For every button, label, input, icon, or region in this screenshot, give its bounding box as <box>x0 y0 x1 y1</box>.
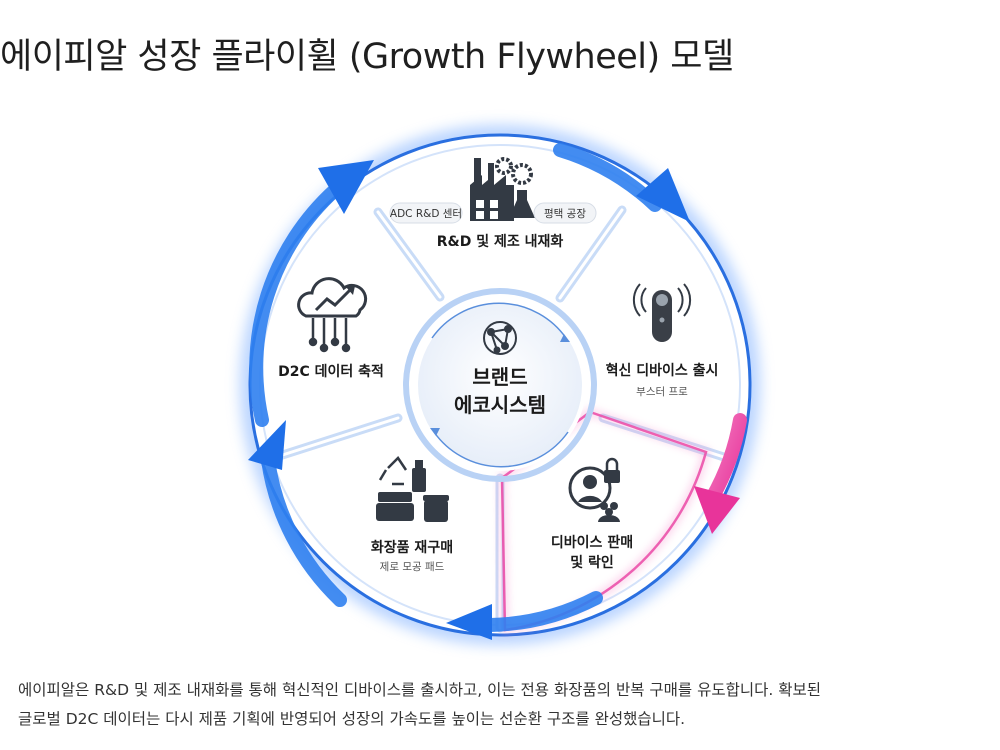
arrow-head-top-left <box>318 160 374 214</box>
cloud-data-icon <box>297 277 368 353</box>
arrow-sales-to-cosmetics <box>483 591 603 632</box>
flywheel-diagram: 브랜드 에코시스템 ADC R&D 센터 평택 공장 R&D 및 제조 내재화 … <box>240 125 760 645</box>
segment-device-title: 혁신 디바이스 출시 <box>606 362 719 379</box>
arrow-head-left <box>248 420 286 470</box>
pill-pyeongtaek-factory: 평택 공장 <box>533 202 597 224</box>
center-hub <box>403 288 597 482</box>
caption-line2: 글로벌 D2C 데이터는 다시 제품 기획에 반영되어 성장의 가속도를 높이는… <box>18 710 686 728</box>
segment-data-title: D2C 데이터 축적 <box>278 363 384 380</box>
segment-rnd-title: R&D 및 제조 내재화 <box>437 233 564 250</box>
center-label-line1: 브랜드 <box>472 365 527 389</box>
beauty-device-icon <box>632 283 692 342</box>
segment-device-subtitle: 부스터 프로 <box>636 386 688 398</box>
page-title: 에이피알 성장 플라이휠 (Growth Flywheel) 모델 <box>0 37 734 77</box>
flywheel-arrows <box>248 143 747 640</box>
recycle-cosmetics-icon <box>376 456 449 522</box>
factory-gears-icon <box>470 157 535 221</box>
arrow-data-to-rnd <box>249 183 342 427</box>
segment-sales-title-line2: 및 락인 <box>570 554 614 571</box>
arrow-head-bottom <box>446 604 492 640</box>
center-label-line2: 에코시스템 <box>454 393 546 417</box>
user-lock-icon <box>568 457 620 522</box>
arrow-head-right <box>694 486 740 534</box>
pill-adc-rnd-center-label: ADC R&D 센터 <box>390 208 462 220</box>
caption-line1: 에이피알은 R&D 및 제조 내재화를 통해 혁신적인 디바이스를 출시하고, … <box>18 681 822 699</box>
segment-sales-title-line1: 디바이스 판매 <box>551 534 633 551</box>
network-hub-icon <box>483 321 517 355</box>
pill-adc-rnd-center: ADC R&D 센터 <box>389 202 463 224</box>
arrow-cosmetics-to-data <box>261 453 347 607</box>
pill-pyeongtaek-factory-label: 평택 공장 <box>544 208 586 220</box>
arrow-head-top-right <box>636 168 690 222</box>
caption: 에이피알은 R&D 및 제조 내재화를 통해 혁신적인 디바이스를 출시하고, … <box>18 676 988 734</box>
segment-cosmetics-title: 화장품 재구매 <box>371 539 453 556</box>
segment-cosmetics-subtitle: 제로 모공 패드 <box>380 561 445 573</box>
